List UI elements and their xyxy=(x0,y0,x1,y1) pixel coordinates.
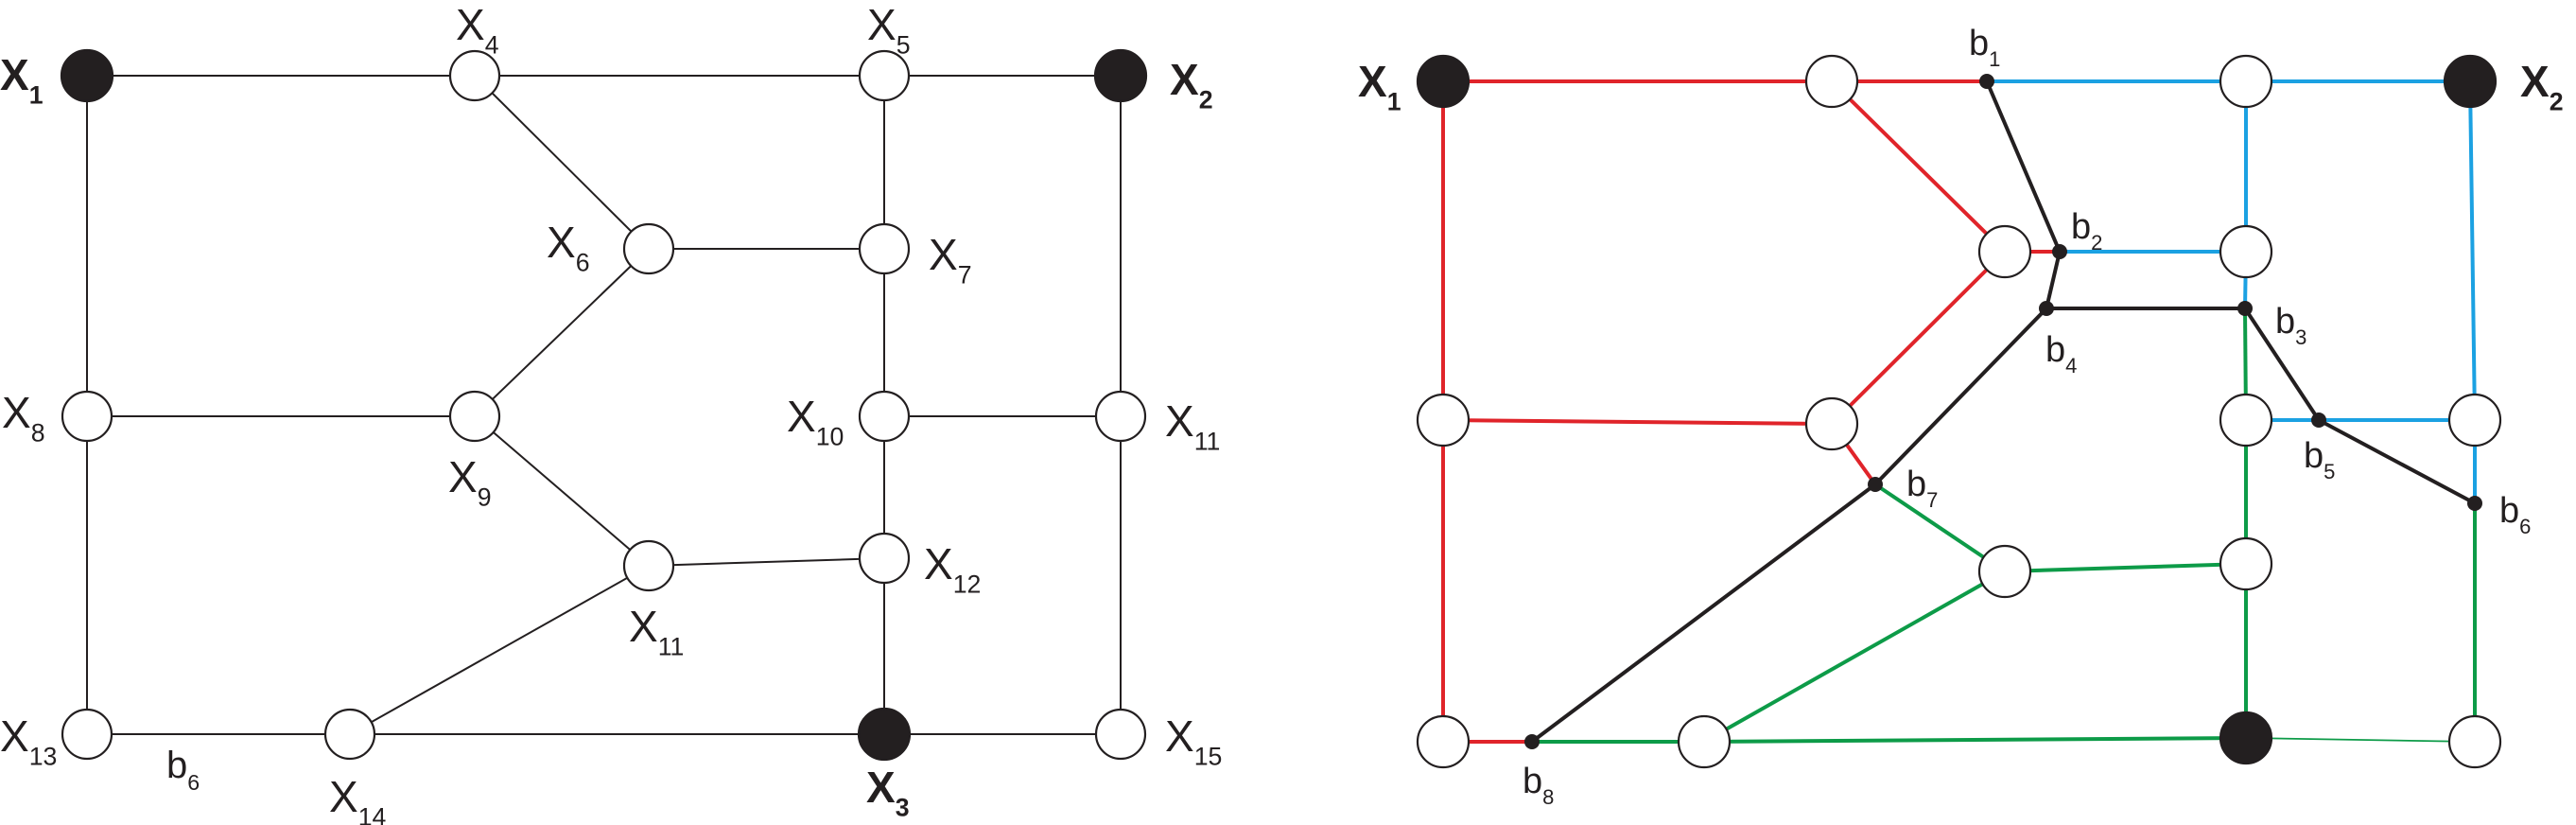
vertex-x14 xyxy=(323,708,376,761)
vertex-label-x1: X1 xyxy=(0,50,44,110)
vertex-x2 xyxy=(1093,48,1148,103)
breakpoint-label-b1: b1 xyxy=(1969,24,2000,71)
node-X2 xyxy=(2443,54,2498,109)
vertex-x8 xyxy=(61,390,113,443)
edge-x4-x6 xyxy=(474,75,650,250)
vertex-x13 xyxy=(61,708,113,761)
breakpoint-label-b5: b5 xyxy=(2304,436,2335,483)
breakpoint-b6 xyxy=(2467,496,2482,511)
vertex-label-x3: X3 xyxy=(866,763,910,822)
right-graph: X1 X2 b1 b2 b3 b4 b5 b6 b7 b8 xyxy=(1358,24,2564,809)
node-n8 xyxy=(1804,396,1859,451)
vertex-x3 xyxy=(857,707,912,762)
edge-x6-x9 xyxy=(474,248,650,417)
breakpoint-b5 xyxy=(2311,412,2326,428)
breakpoint-label-b7: b7 xyxy=(1906,465,1938,512)
vertex-label-x6: X6 xyxy=(547,218,590,277)
vertex-label-x14: X14 xyxy=(329,772,387,825)
vertex-x11r xyxy=(1094,390,1147,443)
vertex-label-x9: X9 xyxy=(448,452,492,512)
node-n12 xyxy=(2219,536,2273,591)
vertex-label-x8: X8 xyxy=(2,388,45,448)
node-n13 xyxy=(1416,714,1471,769)
node-n2 xyxy=(1804,54,1859,109)
edge-X2-n10 xyxy=(2468,80,2477,421)
breakpoint-b4 xyxy=(2039,301,2054,316)
vertex-x12 xyxy=(858,532,911,585)
breakpoint-label-b8: b8 xyxy=(1523,762,1554,809)
edge-b7-b8 xyxy=(1530,483,1877,744)
breakpoint-b1 xyxy=(1979,74,1994,89)
edge-n5-n8 xyxy=(1830,250,2007,426)
vertex-label-x2: X2 xyxy=(1170,55,1213,114)
breakpoint-b2 xyxy=(2052,244,2067,259)
edge-b1-b2 xyxy=(1985,80,2062,253)
terminal-label-X2: X2 xyxy=(2520,57,2564,116)
vertex-x5 xyxy=(858,49,911,102)
node-n15 xyxy=(2219,711,2273,765)
node-n11 xyxy=(1977,544,2032,599)
node-n5 xyxy=(1977,224,2032,279)
node-n16 xyxy=(2447,714,2502,769)
vertex-label-x15: X15 xyxy=(1165,711,1222,771)
vertex-label-x11r: X11 xyxy=(1165,396,1220,456)
edge-b4-b7 xyxy=(1873,307,2048,486)
edge-x11c-x14 xyxy=(349,565,650,735)
edge-n2-n5 xyxy=(1830,79,2007,254)
edge-x11c-x12 xyxy=(648,557,885,567)
vertex-label-x5: X5 xyxy=(867,0,911,60)
edge-n11-n14 xyxy=(1703,570,2006,744)
node-n14 xyxy=(1677,714,1732,769)
edge-b2-b4 xyxy=(2045,251,2062,309)
vertex-x10 xyxy=(858,390,911,443)
edge-b3-b5 xyxy=(2243,307,2321,422)
breakpoint-label-b3: b3 xyxy=(2275,302,2306,349)
node-n7 xyxy=(1416,393,1471,448)
breakpoint-b8 xyxy=(1524,734,1540,749)
vertex-x6 xyxy=(622,222,675,275)
terminal-label-X1: X1 xyxy=(1358,57,1401,116)
vertex-label-x13: X13 xyxy=(0,711,57,771)
node-n9 xyxy=(2219,393,2273,448)
breakpoint-label-b4: b4 xyxy=(2045,330,2077,377)
vertex-label-x7: X7 xyxy=(929,230,972,290)
vertex-x15 xyxy=(1094,708,1147,761)
edge-n15-n16 xyxy=(2245,737,2476,743)
breakpoint-b7 xyxy=(1868,477,1883,492)
edge-x9-x11c xyxy=(474,415,650,567)
vertex-x11c xyxy=(622,539,675,592)
edge-label-b6: b6 xyxy=(166,745,200,795)
vertex-x9 xyxy=(448,390,501,443)
breakpoint-b3 xyxy=(2237,301,2253,316)
vertex-x7 xyxy=(858,222,911,275)
node-n6 xyxy=(2219,224,2273,279)
vertex-label-x10: X10 xyxy=(787,392,844,451)
edge-n11-n12 xyxy=(2004,562,2247,573)
vertex-x4 xyxy=(448,49,501,102)
node-n10 xyxy=(2447,393,2502,448)
node-n3 xyxy=(2219,54,2273,109)
node-X1 xyxy=(1416,54,1471,109)
edge-n14-n15 xyxy=(1703,736,2247,744)
breakpoint-label-b2: b2 xyxy=(2071,207,2102,255)
edge-n7-n8 xyxy=(1442,418,1833,426)
edge-b5-b6 xyxy=(2318,418,2476,505)
vertex-label-x12: X12 xyxy=(924,539,981,599)
vertex-x1 xyxy=(60,48,114,103)
vertex-label-x11c: X11 xyxy=(629,602,684,661)
breakpoint-label-b6: b6 xyxy=(2499,491,2531,538)
vertex-label-x4: X4 xyxy=(456,0,499,60)
